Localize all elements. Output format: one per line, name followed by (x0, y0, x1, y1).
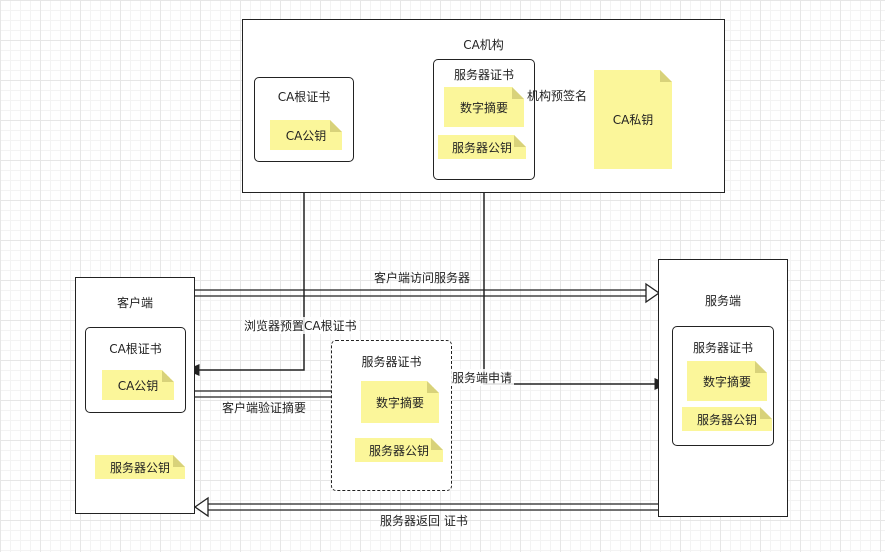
verify-cert-title: 服务器证书 (361, 355, 422, 369)
ca-root-cert-title: CA根证书 (277, 90, 331, 104)
client-title: 客户端 (116, 296, 153, 310)
client-ca-public-key-note: CA公钥 (102, 370, 174, 400)
ca-sign-label: 机构预签名 (527, 89, 588, 103)
edge-client-visit-label: 客户端访问服务器 (374, 271, 471, 285)
server-digest-note: 数字摘要 (687, 361, 767, 401)
ca-server-public-key-note: 服务器公钥 (438, 135, 526, 159)
edge-client-visit (194, 282, 661, 304)
client-server-public-key-note: 服务器公钥 (95, 455, 185, 479)
edge-browser-preset-label: 浏览器预置CA根证书 (242, 317, 359, 334)
edge-client-verify-label: 客户端验证摘要 (222, 401, 307, 415)
server-public-key-note: 服务器公钥 (682, 407, 772, 431)
edge-server-return (193, 496, 658, 518)
edge-server-apply (483, 180, 668, 390)
verify-public-key-note: 服务器公钥 (355, 438, 443, 462)
ca-server-digest-note: 数字摘要 (444, 87, 524, 127)
ca-private-key-note: CA私钥 (594, 70, 672, 169)
verify-digest-note: 数字摘要 (361, 381, 439, 423)
server-cert-title: 服务器证书 (692, 341, 753, 355)
edge-server-apply-label: 服务端申请 (450, 369, 515, 386)
ca-public-key-note: CA公钥 (270, 120, 342, 150)
ca-server-cert-title: 服务器证书 (453, 68, 514, 82)
client-root-cert-title: CA根证书 (109, 342, 162, 356)
server-title: 服务端 (704, 294, 741, 308)
ca-org-title: CA机构 (463, 38, 504, 52)
edge-browser-preset (186, 162, 305, 376)
edge-server-return-label: 服务器返回 证书 (380, 514, 468, 528)
